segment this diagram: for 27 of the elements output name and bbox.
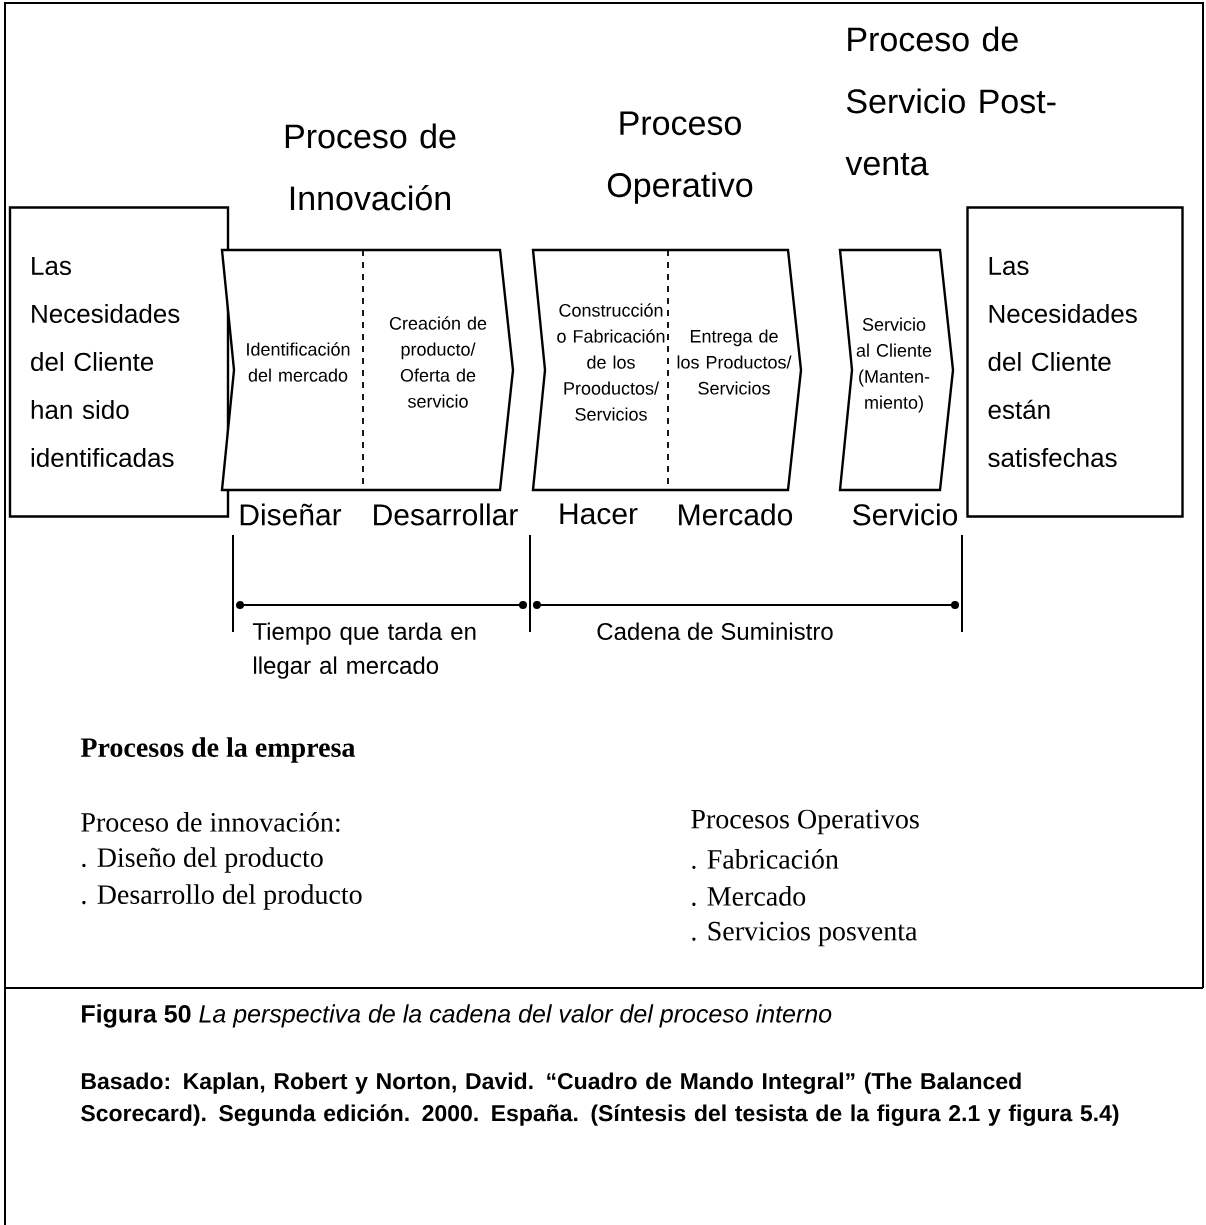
process-heading: Proceso Operativo [607,111,753,204]
process-heading: Proceso de Innovación [285,123,456,211]
dimension-label: Tiempo que tarda en llegar al mercado [252,622,476,679]
stage-label: Mercado [679,503,793,526]
list-item: . Desarrollo del producto [82,884,362,910]
dimension-label: Cadena de Suministro [597,622,833,640]
figure-caption: Figura 50 La perspectiva de la cadena del valor del proceso interno [82,1004,832,1028]
stage-label: Diseñar [240,503,342,526]
stage-text: Construcción o Fabricación de los Prooductos/ Servicios [557,303,665,421]
process-heading: Proceso de Servicio Post-venta [845,26,1056,176]
text-box: Las Necesidades del Cliente están satisfechas [966,206,1184,518]
list-item: Proceso de innovación: [81,812,340,832]
stage-text: Entrega de los Productos/ Servicios [677,329,792,395]
list-item: . Diseño del producto [82,847,323,873]
stage-text: Servicio al Cliente (Manten- miento) [856,317,932,413]
source-note: Basado: Kaplan, Robert y Norton, David. “Cuadro de Mando Integral” (The Balanced Scorecard). Segunda edición. 2000. España. (Síntesis del tesista de la figura 2.1 y figura 5.4) [81,1072,1119,1126]
stage-text: Creación de producto/ Oferta de servicio [389,316,487,408]
stage-label: Servicio [853,503,958,526]
list-item: . Fabricación [692,849,839,869]
section-heading: Procesos de la empresa [80,737,355,763]
list-item: . Mercado [692,886,806,906]
stage-label: Hacer [560,503,638,525]
list-item: . Servicios posventa [692,921,918,947]
stage-label: Desarrollar [374,503,518,526]
text-box: Las Necesidades del Cliente han sido identificadas [8,206,230,518]
list-item: Procesos Operativos [691,809,919,835]
stage-text: Identificación del mercado [247,342,350,382]
